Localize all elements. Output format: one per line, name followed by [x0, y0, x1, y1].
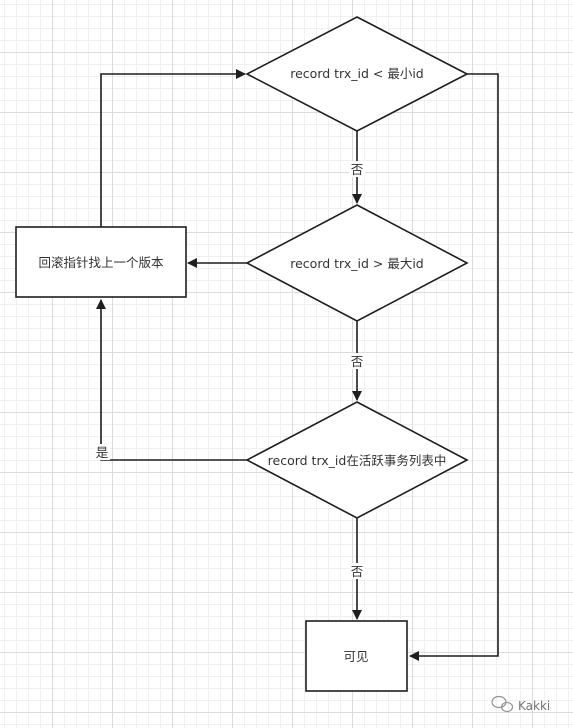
edge-rollback-to-min	[100, 69, 246, 227]
decision-active-node: record trx_id在活跃事务列表中	[245, 401, 469, 519]
edge-label-min-to-max: 否	[351, 162, 364, 177]
result-visible-text: 可见	[343, 649, 368, 664]
edge-label-active-to-visible: 否	[351, 564, 364, 579]
decision-min-node: record trx_id < 最小id	[245, 16, 469, 132]
wechat-icon	[491, 695, 514, 713]
edge-label-max-to-active: 否	[351, 354, 364, 369]
decision-min-text: record trx_id < 最小id	[290, 66, 424, 81]
decision-active-text: record trx_id在活跃事务列表中	[268, 453, 447, 468]
process-rollback-node: 回滚指针找上一个版本	[15, 226, 187, 298]
edge-label-active-to-rollback: 是	[96, 445, 109, 460]
decision-max-node: record trx_id > 最大id	[245, 204, 469, 322]
edge-min-to-visible	[409, 73, 499, 661]
edge-active-to-rollback	[96, 299, 247, 461]
watermark: Kakki	[491, 695, 550, 713]
decision-max-text: record trx_id > 最大id	[290, 256, 424, 271]
process-rollback-text: 回滚指针找上一个版本	[38, 255, 164, 270]
result-visible-node: 可见	[305, 620, 408, 692]
watermark-text: Kakki	[518, 699, 550, 713]
